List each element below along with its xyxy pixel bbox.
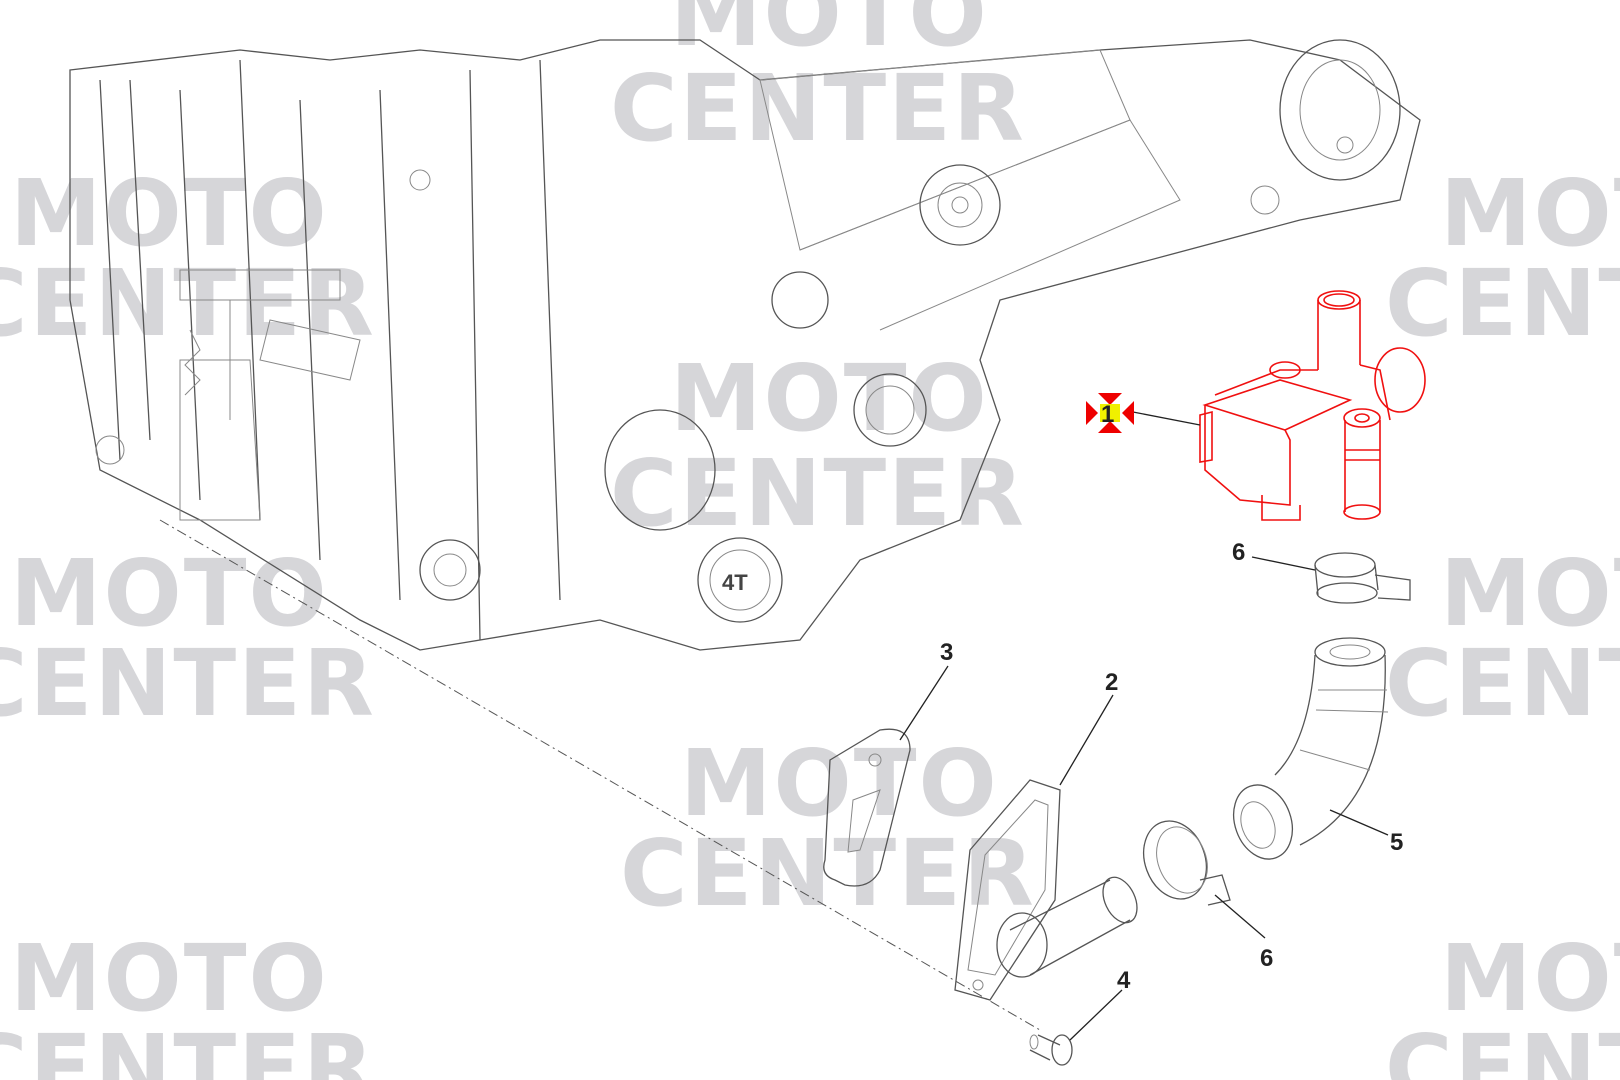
callout-4[interactable]: 4 bbox=[1117, 967, 1131, 994]
part-1-valve-highlighted[interactable] bbox=[1199, 290, 1426, 521]
callout-6-top[interactable]: 6 bbox=[1232, 539, 1245, 566]
watermark-moto: MOTO bbox=[680, 730, 999, 837]
part-5-hose[interactable] bbox=[1224, 637, 1389, 867]
watermark-center: CENTER bbox=[1385, 1015, 1620, 1080]
watermark-moto: MOTO bbox=[10, 925, 329, 1032]
watermark-moto: MOTO bbox=[1440, 160, 1620, 267]
part-6-clamp-top[interactable] bbox=[1314, 552, 1411, 604]
part-3-gasket[interactable] bbox=[823, 728, 911, 887]
callout-3[interactable]: 3 bbox=[940, 639, 953, 666]
watermark-moto: MOTO bbox=[670, 345, 989, 452]
watermark-center: CENTER bbox=[620, 820, 1036, 927]
watermark-moto: MOTO bbox=[10, 540, 329, 647]
watermark-center: CENTER bbox=[1385, 250, 1620, 357]
watermark-center: CENTER bbox=[1385, 630, 1620, 737]
callout-6-bottom[interactable]: 6 bbox=[1260, 945, 1273, 972]
callout-5[interactable]: 5 bbox=[1390, 829, 1403, 856]
part-6-clamp-bottom[interactable] bbox=[1133, 812, 1231, 908]
watermark-center: CENTER bbox=[610, 55, 1026, 162]
watermark-moto: MOTO bbox=[1440, 925, 1620, 1032]
part-2-elbow-flange[interactable] bbox=[954, 779, 1144, 1001]
watermark-center: CENTER bbox=[0, 630, 376, 737]
part-4-bolt[interactable] bbox=[1029, 1034, 1073, 1066]
callout-2[interactable]: 2 bbox=[1105, 669, 1118, 696]
engine-block-drawing: 4T bbox=[69, 39, 1421, 1031]
watermark-center: CENTER bbox=[0, 250, 376, 357]
callout-1[interactable]: 1 bbox=[1101, 401, 1114, 428]
leader-lines bbox=[899, 411, 1389, 1041]
watermark-moto: MOTO bbox=[1440, 540, 1620, 647]
watermark-center: CENTER bbox=[610, 440, 1026, 547]
callouts: 1 2 3 4 5 6 6 bbox=[940, 401, 1403, 994]
selected-part-marker[interactable] bbox=[1086, 393, 1134, 433]
engine-badge-4t: 4T bbox=[722, 570, 748, 595]
watermark-center: CENTER bbox=[0, 1015, 376, 1080]
watermark-moto: MOTO bbox=[10, 160, 329, 267]
